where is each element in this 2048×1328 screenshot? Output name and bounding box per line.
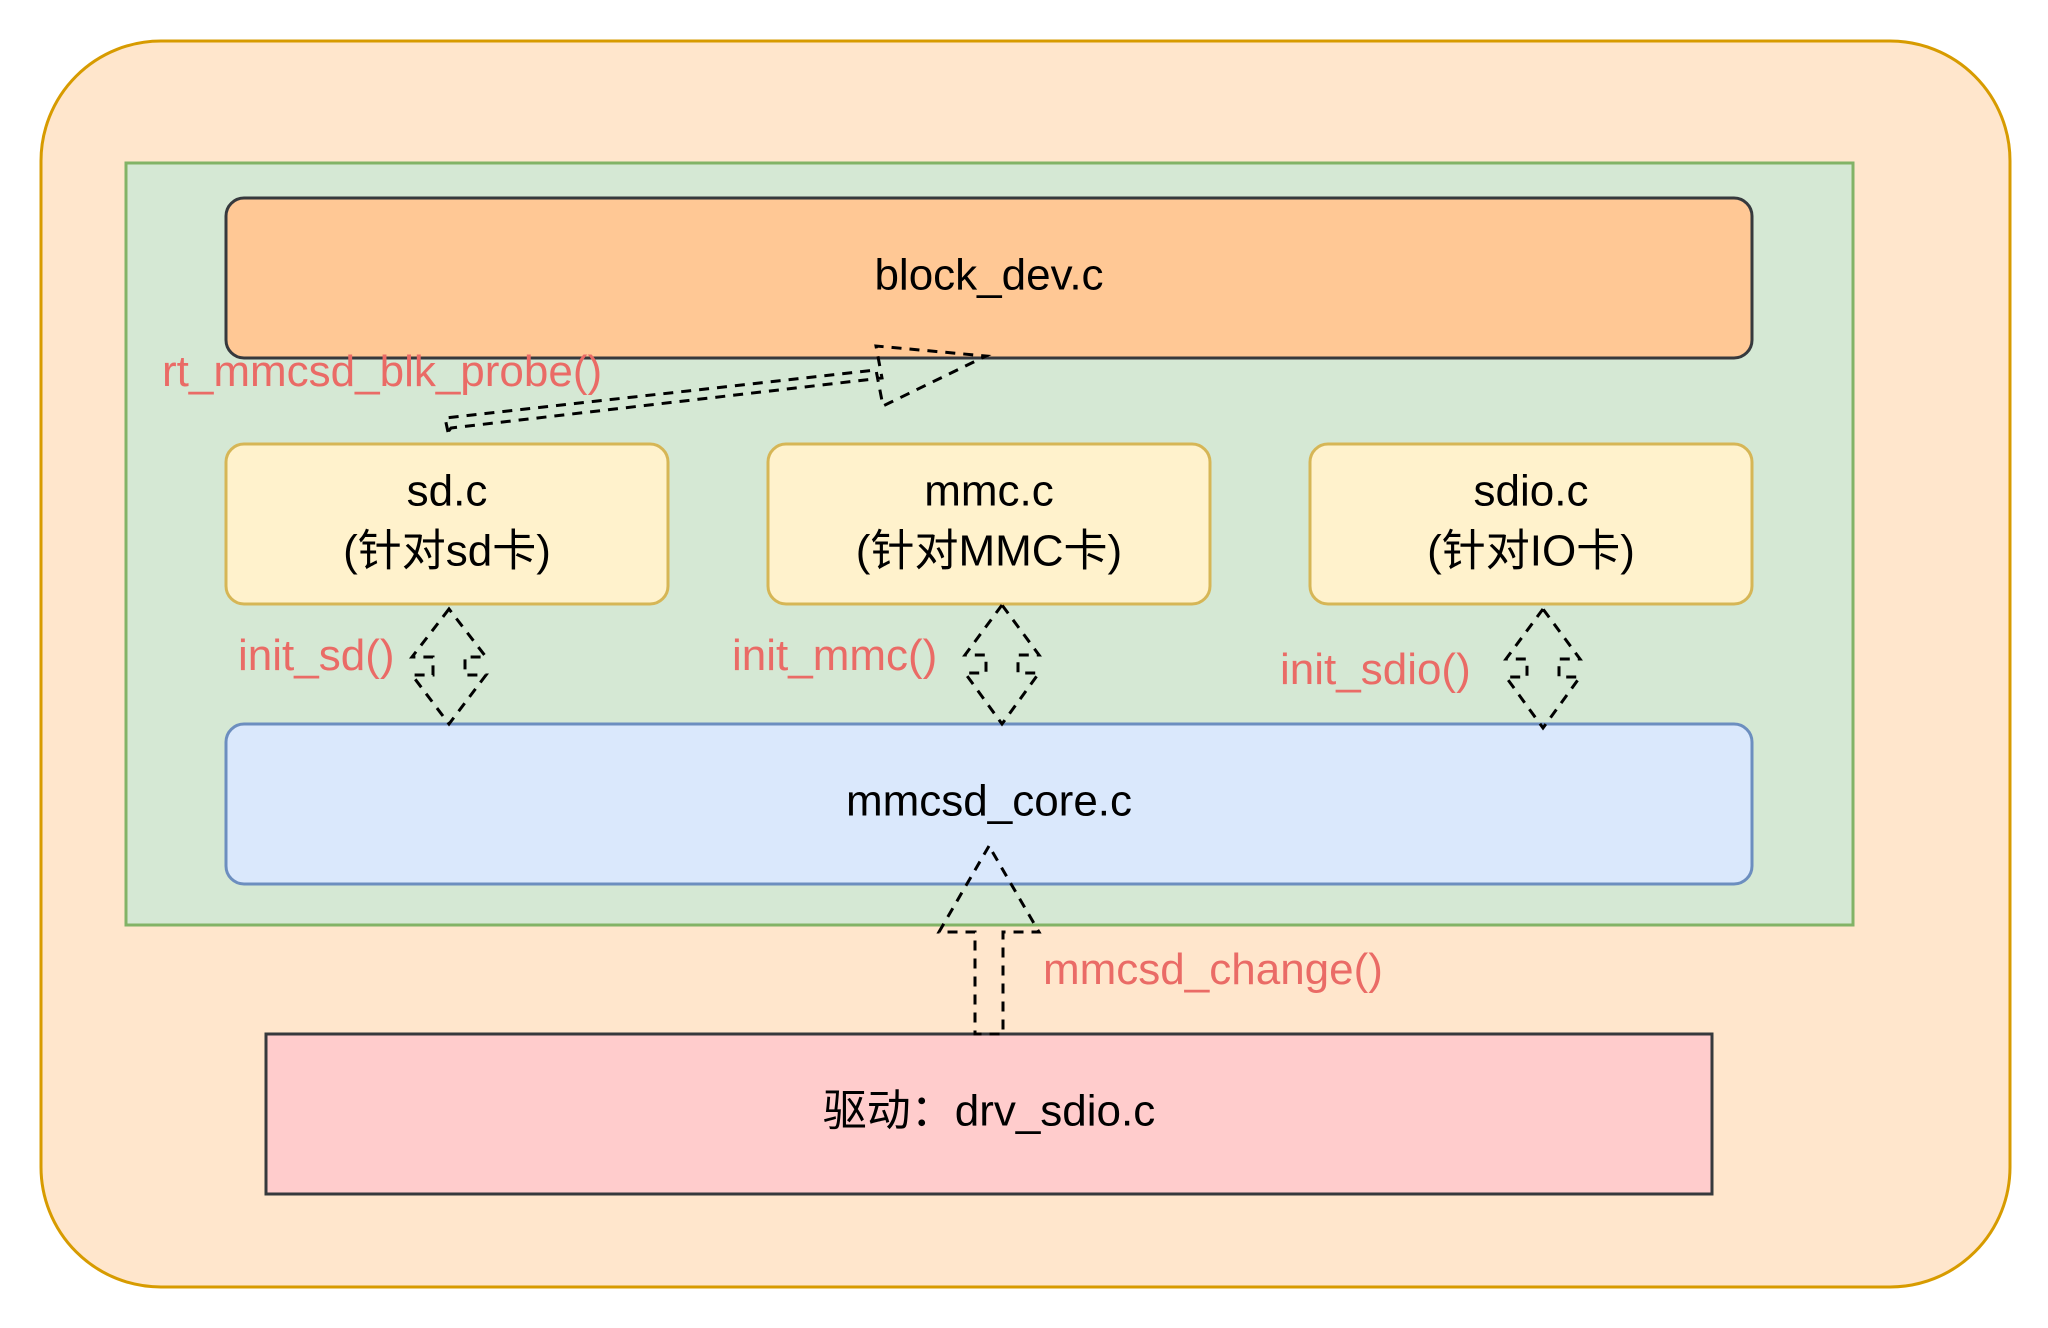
- sdio-filename: sdio.c: [1474, 467, 1589, 516]
- mmcsd-core-label: mmcsd_core.c: [846, 777, 1132, 826]
- sd-description: (针对sd卡): [343, 527, 551, 576]
- sd-filename: sd.c: [407, 467, 488, 516]
- mmcsd-change-arrow: [936, 843, 1042, 1036]
- mmc-box: mmc.c (针对MMC卡): [766, 442, 1212, 606]
- block-dev-box: block_dev.c: [224, 196, 1754, 360]
- mmc-filename: mmc.c: [924, 467, 1054, 516]
- sdio-box: sdio.c (针对IO卡): [1308, 442, 1754, 606]
- sd-box: sd.c (针对sd卡): [224, 442, 670, 606]
- init-mmc-arrow: [962, 602, 1042, 727]
- init-mmc-label: init_mmc(): [732, 631, 937, 680]
- init-sdio-label: init_sdio(): [1280, 645, 1471, 694]
- init-sdio-arrow: [1503, 606, 1583, 731]
- init-sd-label: init_sd(): [238, 631, 395, 680]
- blk-probe-label: rt_mmcsd_blk_probe(): [162, 347, 602, 396]
- init-sd-arrow: [408, 606, 490, 727]
- driver-box: 驱动：drv_sdio.c: [264, 1032, 1714, 1196]
- mmcsd-change-label: mmcsd_change(): [1043, 945, 1383, 994]
- block-dev-label: block_dev.c: [874, 251, 1103, 300]
- mmcsd-core-box: mmcsd_core.c: [224, 722, 1754, 886]
- blk-probe-arrow: [443, 344, 992, 436]
- mmc-description: (针对MMC卡): [856, 527, 1122, 576]
- driver-label: 驱动：drv_sdio.c: [823, 1087, 1156, 1136]
- sdio-description: (针对IO卡): [1427, 527, 1635, 576]
